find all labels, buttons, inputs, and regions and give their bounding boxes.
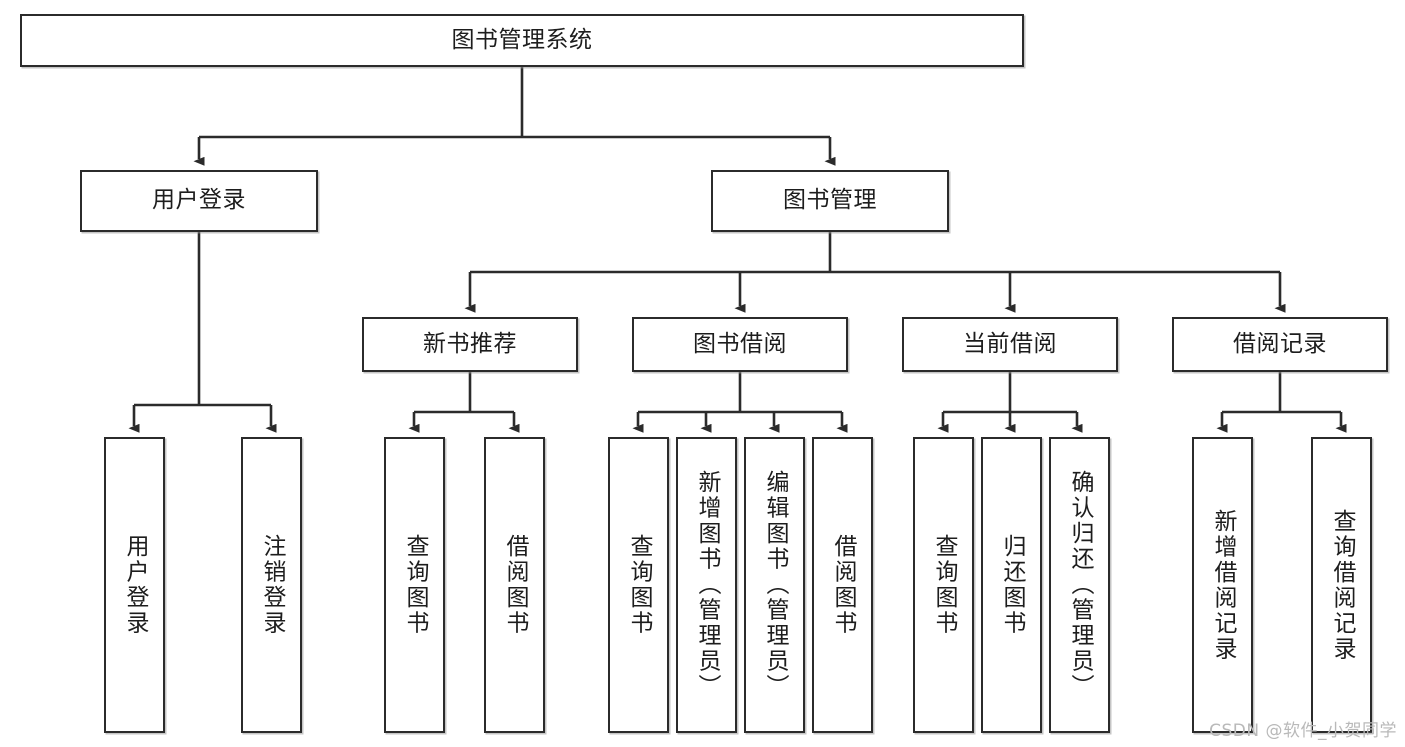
node-label: 查询图书: [626, 534, 652, 636]
node-leaf-add-borrow-record[interactable]: 新增借阅记录: [1192, 437, 1253, 733]
node-label: 编辑图书（管理员）: [762, 470, 788, 700]
node-book-borrow[interactable]: 图书借阅: [632, 317, 848, 372]
node-label: 借阅图书: [830, 534, 856, 636]
node-leaf-add-book-admin[interactable]: 新增图书（管理员）: [676, 437, 737, 733]
node-book-manage[interactable]: 图书管理: [711, 170, 949, 232]
node-label: 用户登录: [152, 187, 246, 214]
node-leaf-borrow-book-1[interactable]: 借阅图书: [484, 437, 545, 733]
node-label: 查询图书: [402, 534, 428, 636]
node-label: 图书管理: [783, 187, 877, 214]
node-user-login[interactable]: 用户登录: [80, 170, 318, 232]
node-label: 确认归还（管理员）: [1067, 470, 1093, 700]
node-leaf-query-book-3[interactable]: 查询图书: [913, 437, 974, 733]
node-label: 注销登录: [259, 534, 285, 636]
node-label: 图书借阅: [693, 330, 787, 357]
node-label: 用户登录: [122, 534, 148, 636]
node-label: 借阅记录: [1233, 330, 1327, 357]
node-leaf-return-book[interactable]: 归还图书: [981, 437, 1042, 733]
node-label: 图书管理系统: [451, 26, 593, 53]
node-leaf-user-login[interactable]: 用户登录: [104, 437, 165, 733]
node-leaf-query-book-1[interactable]: 查询图书: [384, 437, 445, 733]
node-leaf-query-book-2[interactable]: 查询图书: [608, 437, 669, 733]
node-label: 查询图书: [931, 534, 957, 636]
node-label: 新增借阅记录: [1210, 508, 1236, 662]
node-leaf-confirm-return-admin[interactable]: 确认归还（管理员）: [1049, 437, 1110, 733]
node-borrow-record[interactable]: 借阅记录: [1172, 317, 1388, 372]
node-label: 新书推荐: [423, 330, 517, 357]
csdn-watermark: CSDN @软件_小贺同学: [1209, 721, 1397, 741]
node-label: 借阅图书: [502, 534, 528, 636]
node-leaf-edit-book-admin[interactable]: 编辑图书（管理员）: [744, 437, 805, 733]
node-root-book-management-system[interactable]: 图书管理系统: [20, 14, 1024, 67]
node-leaf-borrow-book-2[interactable]: 借阅图书: [812, 437, 873, 733]
node-new-book-recommend[interactable]: 新书推荐: [362, 317, 578, 372]
node-label: 当前借阅: [963, 330, 1057, 357]
node-label: 归还图书: [999, 534, 1025, 636]
node-leaf-logout-login[interactable]: 注销登录: [241, 437, 302, 733]
node-label: 新增图书（管理员）: [694, 470, 720, 700]
node-current-borrow[interactable]: 当前借阅: [902, 317, 1118, 372]
node-leaf-query-borrow-record[interactable]: 查询借阅记录: [1311, 437, 1372, 733]
node-label: 查询借阅记录: [1329, 508, 1355, 662]
